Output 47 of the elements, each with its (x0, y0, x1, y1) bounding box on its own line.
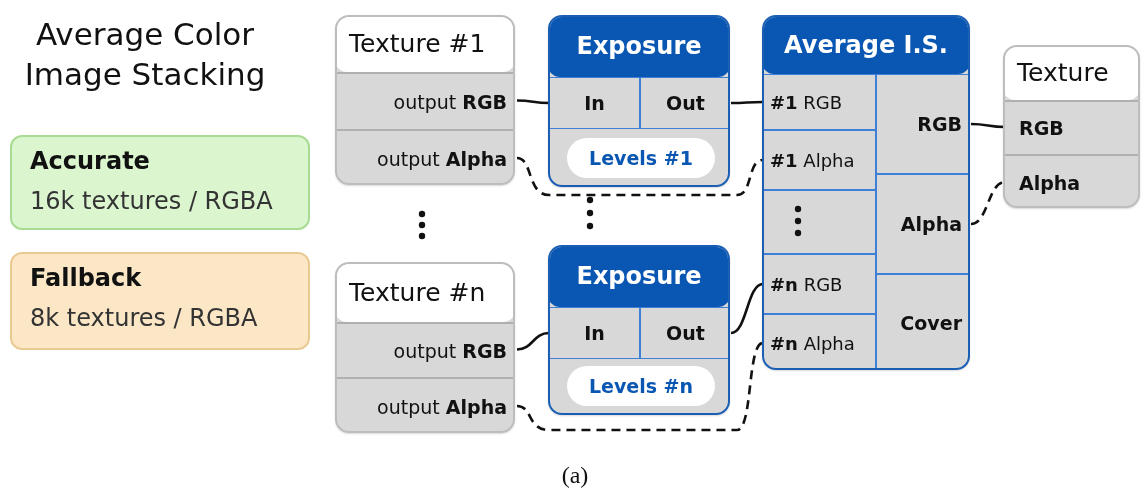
connector-line (516, 156, 764, 197)
process-card (548, 15, 730, 187)
card-title: Texture #n (337, 264, 513, 322)
tag-text: 16k textures / RGBA (30, 187, 274, 215)
port-label: RGB (876, 74, 968, 174)
connector-line (730, 282, 764, 335)
card-title: Exposure (550, 17, 728, 77)
connector-line (517, 99, 549, 105)
node-card (335, 15, 515, 185)
card-title: Texture (1005, 47, 1138, 100)
port-label: #n Alpha (764, 314, 876, 368)
port-label: Cover (876, 274, 968, 368)
caption: (a) (560, 462, 590, 489)
port-label: Out (640, 77, 728, 129)
tag-title: Fallback (30, 264, 143, 292)
port-label: Alpha (876, 174, 968, 274)
process-card (762, 15, 970, 370)
port-label: RGB (1005, 100, 1138, 154)
process-card (548, 245, 730, 415)
port-cell (764, 190, 876, 254)
node-card (1003, 45, 1140, 208)
port-label: In (550, 307, 640, 359)
connector-line (516, 341, 764, 432)
port-label: Alpha (1005, 154, 1138, 206)
connector-line (516, 331, 550, 351)
port-label: output Alpha (337, 129, 513, 183)
port-label: output Alpha (337, 377, 513, 431)
port-label: In (550, 77, 640, 129)
card-title: Average I.S. (764, 17, 968, 74)
port-label: #1 Alpha (764, 130, 876, 190)
card-title: Texture #1 (337, 17, 513, 72)
port-label: #n RGB (764, 254, 876, 314)
connector-line (731, 100, 763, 105)
pill-label: Levels #1 (567, 138, 715, 178)
card-title: Exposure (550, 247, 728, 307)
port-label: output RGB (337, 322, 513, 377)
diagram-title: Average Color Image Stacking (23, 15, 267, 95)
tag-text: 8k textures / RGBA (30, 304, 259, 332)
pill-label: Levels #n (567, 366, 715, 406)
port-label: Out (640, 307, 728, 359)
connector-line (971, 122, 1005, 129)
tag-box (10, 252, 310, 350)
port-label: output RGB (337, 72, 513, 129)
tag-box (10, 135, 310, 230)
node-card (335, 262, 515, 433)
port-label: #1 RGB (764, 74, 876, 130)
tag-title: Accurate (30, 147, 151, 175)
